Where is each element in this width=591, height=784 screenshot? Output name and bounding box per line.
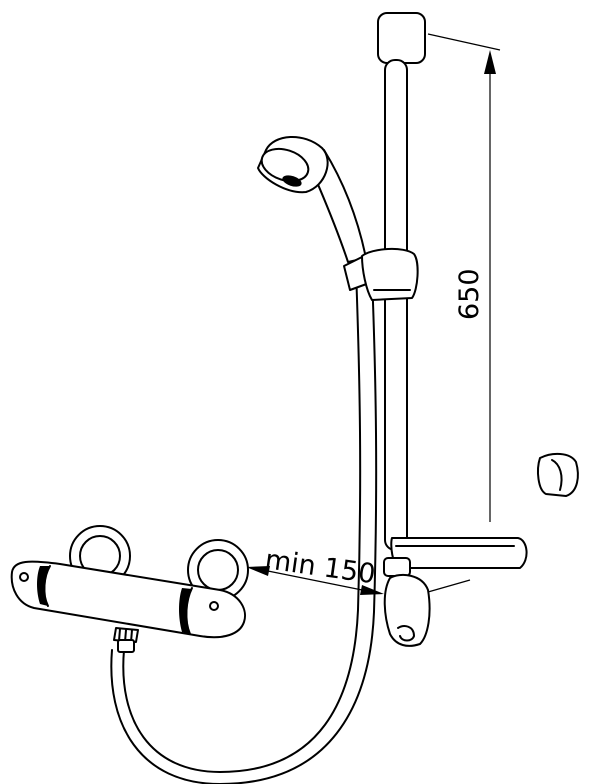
bottom-bracket [383, 557, 431, 647]
slider-holder [343, 248, 419, 301]
wall-holder-body [537, 452, 579, 497]
wall-outlet-body [383, 573, 431, 647]
wall-holder [537, 452, 579, 497]
rail-top-bracket [377, 12, 426, 64]
rail-bar [384, 59, 408, 551]
wall-holder-clip [551, 459, 563, 491]
clearance-dimension-line [257, 568, 373, 593]
extension-line-bottom [427, 579, 471, 593]
hand-shower [257, 135, 367, 263]
arrowhead-left [246, 566, 270, 576]
right-indicator-dot [209, 601, 219, 611]
left-indicator-dot [19, 572, 29, 582]
shower-hose [110, 269, 378, 784]
arrowhead-up [484, 50, 496, 74]
spray-face-rim [260, 147, 310, 183]
slide-rail [377, 12, 426, 551]
height-label: 650 [454, 268, 485, 320]
holder-body [361, 248, 419, 301]
extension-line-top [427, 33, 501, 51]
thermostatic-mixer [10, 525, 249, 653]
right-handle-band [179, 588, 192, 634]
left-handle-band [37, 566, 50, 606]
soap-shelf [390, 537, 528, 569]
right-connector-ring [197, 549, 239, 591]
clearance-dimension: min 150 [246, 544, 384, 595]
outlet-loop [397, 625, 415, 642]
hose-connector [117, 639, 135, 653]
bottom-clamp [383, 557, 411, 577]
height-dimension: 650 [427, 33, 501, 593]
shelf-tray [390, 537, 528, 569]
spray-face [282, 175, 302, 187]
arrowhead-right [360, 585, 384, 595]
